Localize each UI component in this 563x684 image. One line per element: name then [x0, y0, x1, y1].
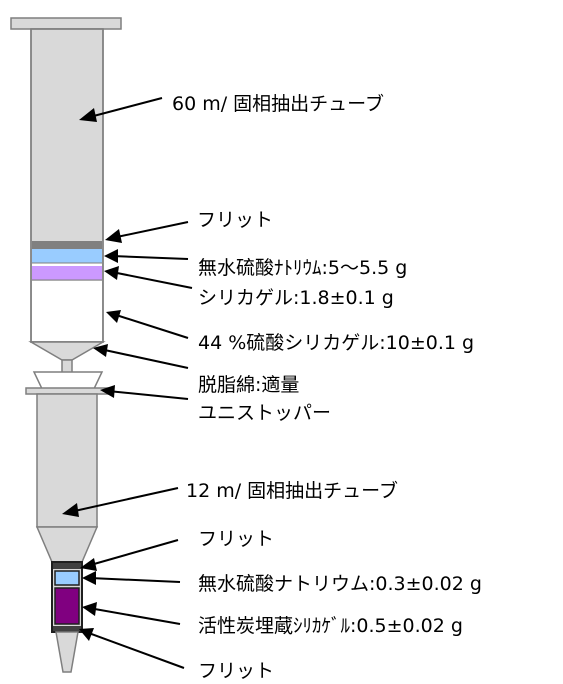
arrow-sodium-sulfate-upper	[104, 249, 189, 263]
arrow-cotton	[93, 344, 189, 369]
label-carbon-silica: 活性炭埋蔵ｼﾘｶｹﾞﾙ:0.5±0.02 g	[198, 615, 463, 637]
lower-tube-taper	[35, 526, 99, 563]
arrow-carbon-silica	[82, 602, 181, 625]
arrow-acid-silica	[106, 310, 189, 339]
arrow-frit-middle	[80, 539, 179, 571]
label-silica-gel: シリカゲル:1.8±0.1 g	[198, 287, 394, 309]
sodium-sulfate-layer-upper	[32, 249, 102, 263]
leader-arrows	[62, 97, 193, 669]
label-frit-upper: フリット	[197, 209, 274, 231]
gap-layer	[32, 263, 102, 266]
bottom-frit	[53, 626, 81, 631]
arrow-silica-gel	[104, 266, 193, 289]
label-frit-middle: フリット	[198, 528, 275, 550]
label-acid-silica: 44 %硫酸シリカゲル:10±0.1 g	[198, 332, 475, 354]
label-frit-bottom: フリット	[198, 660, 275, 682]
arrow-sodium-sulfate-lower	[82, 571, 181, 585]
upper-tube-funnel	[28, 341, 106, 361]
upper-tube-flange	[10, 17, 122, 30]
middle-frit	[53, 563, 81, 569]
arrow-tube60	[79, 97, 163, 122]
lower-tube-body	[36, 393, 98, 528]
label-tube12: 12 m/ 固相抽出チューブ	[186, 480, 399, 502]
arrow-frit-upper	[105, 221, 189, 243]
unistopper-rim	[25, 387, 111, 395]
carbon-silica-layer	[54, 587, 80, 625]
upper-frit	[32, 241, 102, 249]
arrow-frit-bottom	[79, 628, 185, 669]
arrow-unistopper	[100, 385, 189, 400]
sodium-sulfate-layer-lower	[54, 570, 80, 586]
label-tube60: 60 m/ 固相抽出チューブ	[172, 93, 385, 115]
arrow-tube12	[62, 487, 179, 517]
acid-silica-layer	[32, 281, 102, 341]
label-unistopper: ユニストッパー	[198, 402, 332, 424]
label-cotton: 脱脂綿:適量	[198, 374, 300, 396]
label-sodium-sulfate-lower: 無水硫酸ナトリウム:0.3±0.02 g	[198, 573, 482, 595]
silica-gel-layer	[32, 266, 102, 280]
lower-tube-tip	[55, 631, 79, 673]
label-sodium-sulfate-upper: 無水硫酸ﾅﾄﾘｳﾑ:5〜5.5 g	[198, 257, 408, 279]
